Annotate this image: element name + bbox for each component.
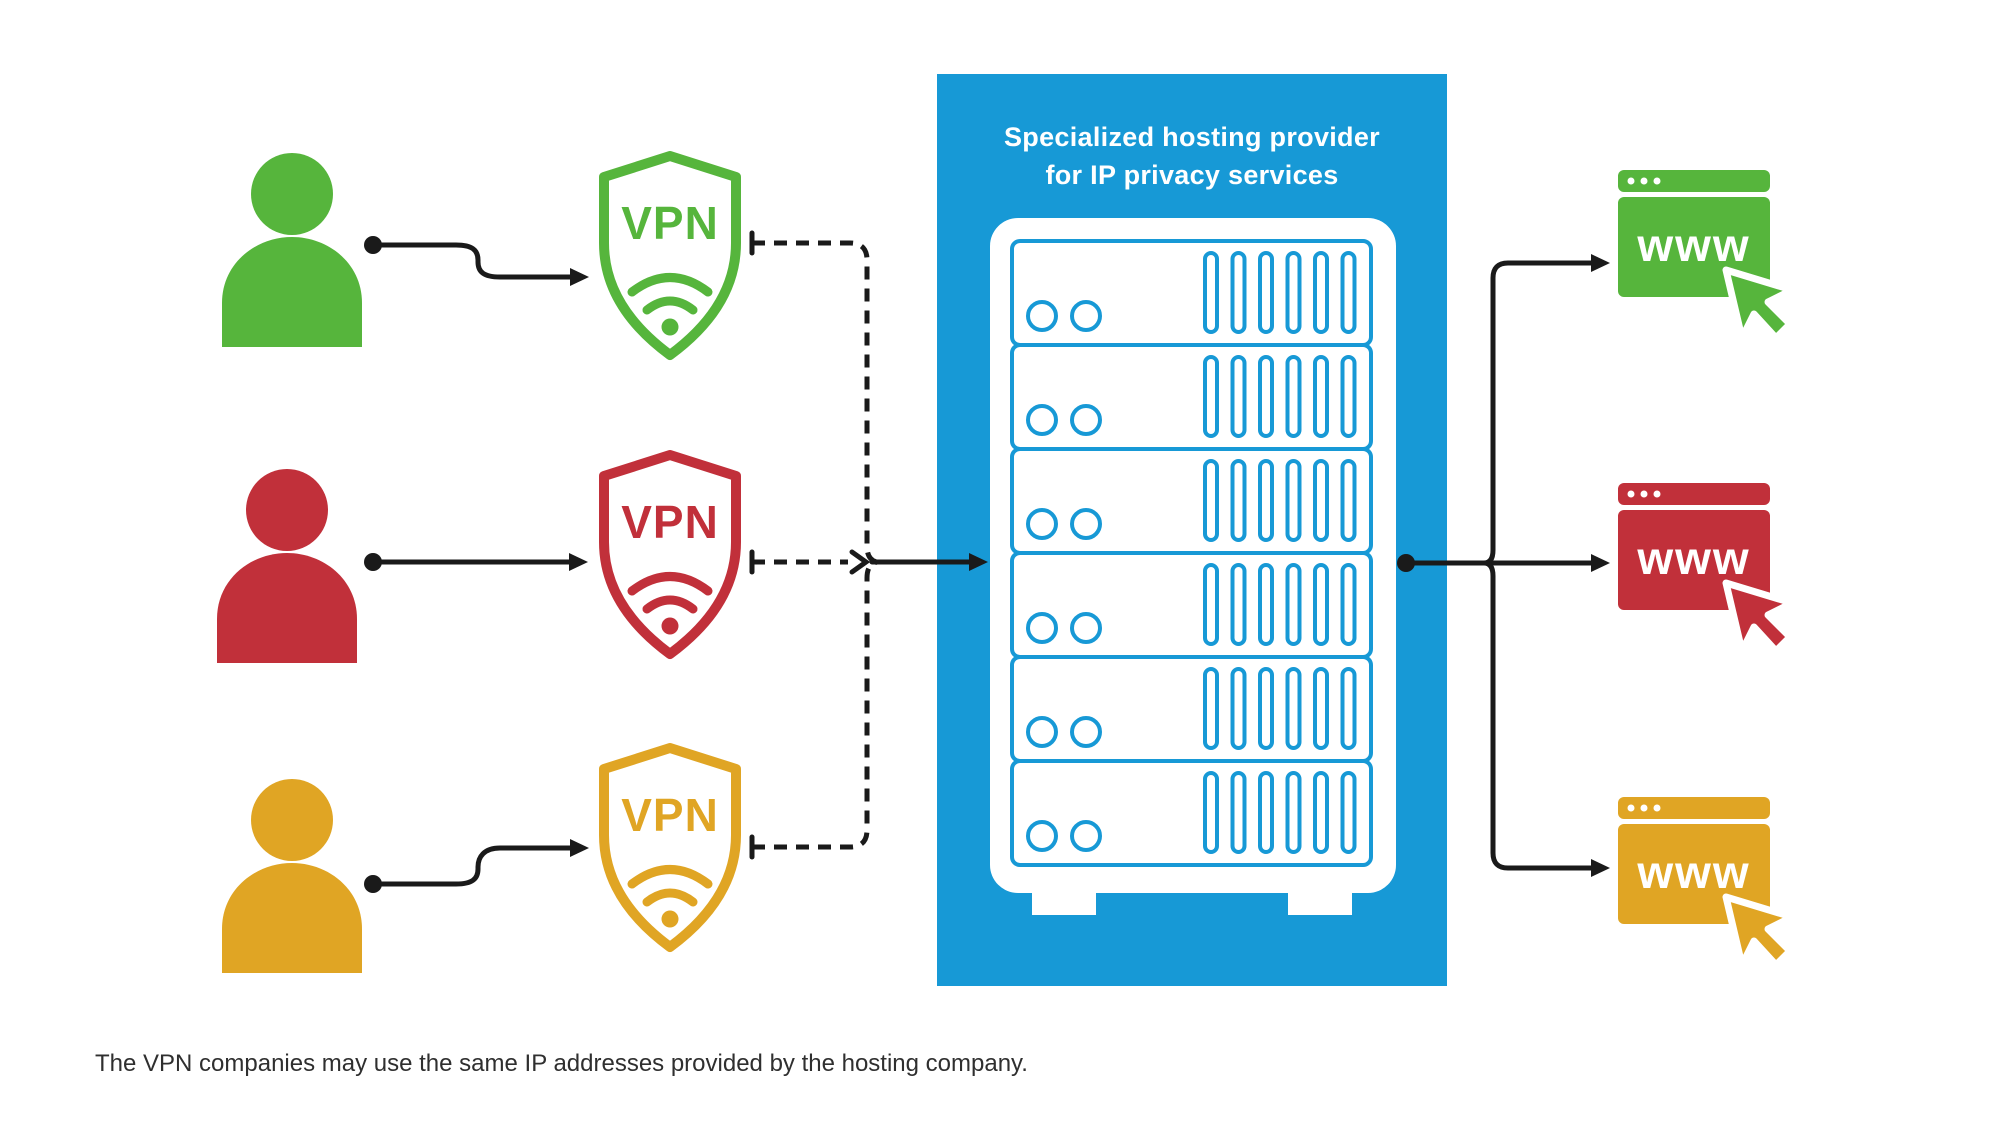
cursor-icon-1 (1722, 266, 1796, 342)
vpn-label-1: VPN (621, 197, 719, 249)
server-unit (1010, 551, 1373, 659)
vpn-label-2: VPN (621, 496, 719, 548)
caption-text: The VPN companies may use the same IP ad… (95, 1050, 1028, 1077)
cursor-icon-3 (1722, 893, 1796, 969)
user-icon-2 (217, 469, 357, 663)
user-icon-3 (222, 779, 362, 973)
connector-vpn3-host (752, 559, 878, 850)
hosting-provider-box: Specialized hosting provider for IP priv… (937, 74, 1447, 986)
connector-user3-vpn3 (370, 845, 576, 887)
vpn-shield-icon-2: VPN (599, 450, 741, 659)
vpn-label-3: VPN (621, 789, 719, 841)
www-label-2: www (1637, 532, 1751, 584)
www-label-3: www (1637, 846, 1751, 898)
connector-host-www3 (1481, 560, 1597, 871)
server-unit-detail-icon (1026, 667, 1357, 750)
browser-bar-3 (1618, 797, 1770, 819)
website-icon-2: www (1618, 483, 1803, 655)
server-rack-foot-left (1032, 893, 1096, 915)
server-unit (1010, 239, 1373, 347)
hosting-title-line2: for IP privacy services (1045, 160, 1339, 190)
server-rack (990, 218, 1396, 893)
vpn-shield-icon-1: VPN (599, 151, 741, 360)
connector-host-www1 (1481, 260, 1597, 566)
www-label-1: www (1637, 219, 1751, 271)
server-rack-foot-right (1288, 893, 1352, 915)
arrowhead-www2 (1591, 554, 1610, 572)
browser-dots-icon (1627, 804, 1661, 812)
vpn-shield-icon-3: VPN (599, 743, 741, 952)
hosting-title-line1: Specialized hosting provider (1004, 122, 1380, 152)
server-rack-units (1010, 239, 1373, 867)
server-unit (1010, 343, 1373, 451)
hosting-provider-title: Specialized hosting provider for IP priv… (937, 118, 1447, 194)
arrowhead-host (969, 553, 988, 571)
arrowhead-vpn1 (570, 268, 589, 286)
browser-dots-icon (1627, 177, 1661, 185)
browser-bar-2 (1618, 483, 1770, 505)
cursor-icon-2 (1722, 579, 1796, 655)
arrowhead-www1 (1591, 254, 1610, 272)
arrowhead-vpn3 (570, 839, 589, 857)
server-unit-detail-icon (1026, 459, 1357, 542)
arrowhead-vpn2 (569, 553, 588, 571)
connector-vpn1-host (752, 240, 878, 565)
server-unit-detail-icon (1026, 563, 1357, 646)
server-unit-detail-icon (1026, 771, 1357, 854)
user-icon-1 (222, 153, 362, 347)
connector-user1-vpn1 (370, 242, 576, 280)
website-icon-3: www (1618, 797, 1803, 969)
server-unit-detail-icon (1026, 355, 1357, 438)
arrowhead-www3 (1591, 859, 1610, 877)
server-unit (1010, 759, 1373, 867)
dashed-arrowhead-junction (849, 549, 871, 575)
server-unit (1010, 655, 1373, 763)
browser-body-3: www (1618, 824, 1770, 924)
browser-dots-icon (1627, 490, 1661, 498)
browser-bar-1 (1618, 170, 1770, 192)
website-icon-1: www (1618, 170, 1803, 342)
server-unit-detail-icon (1026, 251, 1357, 334)
